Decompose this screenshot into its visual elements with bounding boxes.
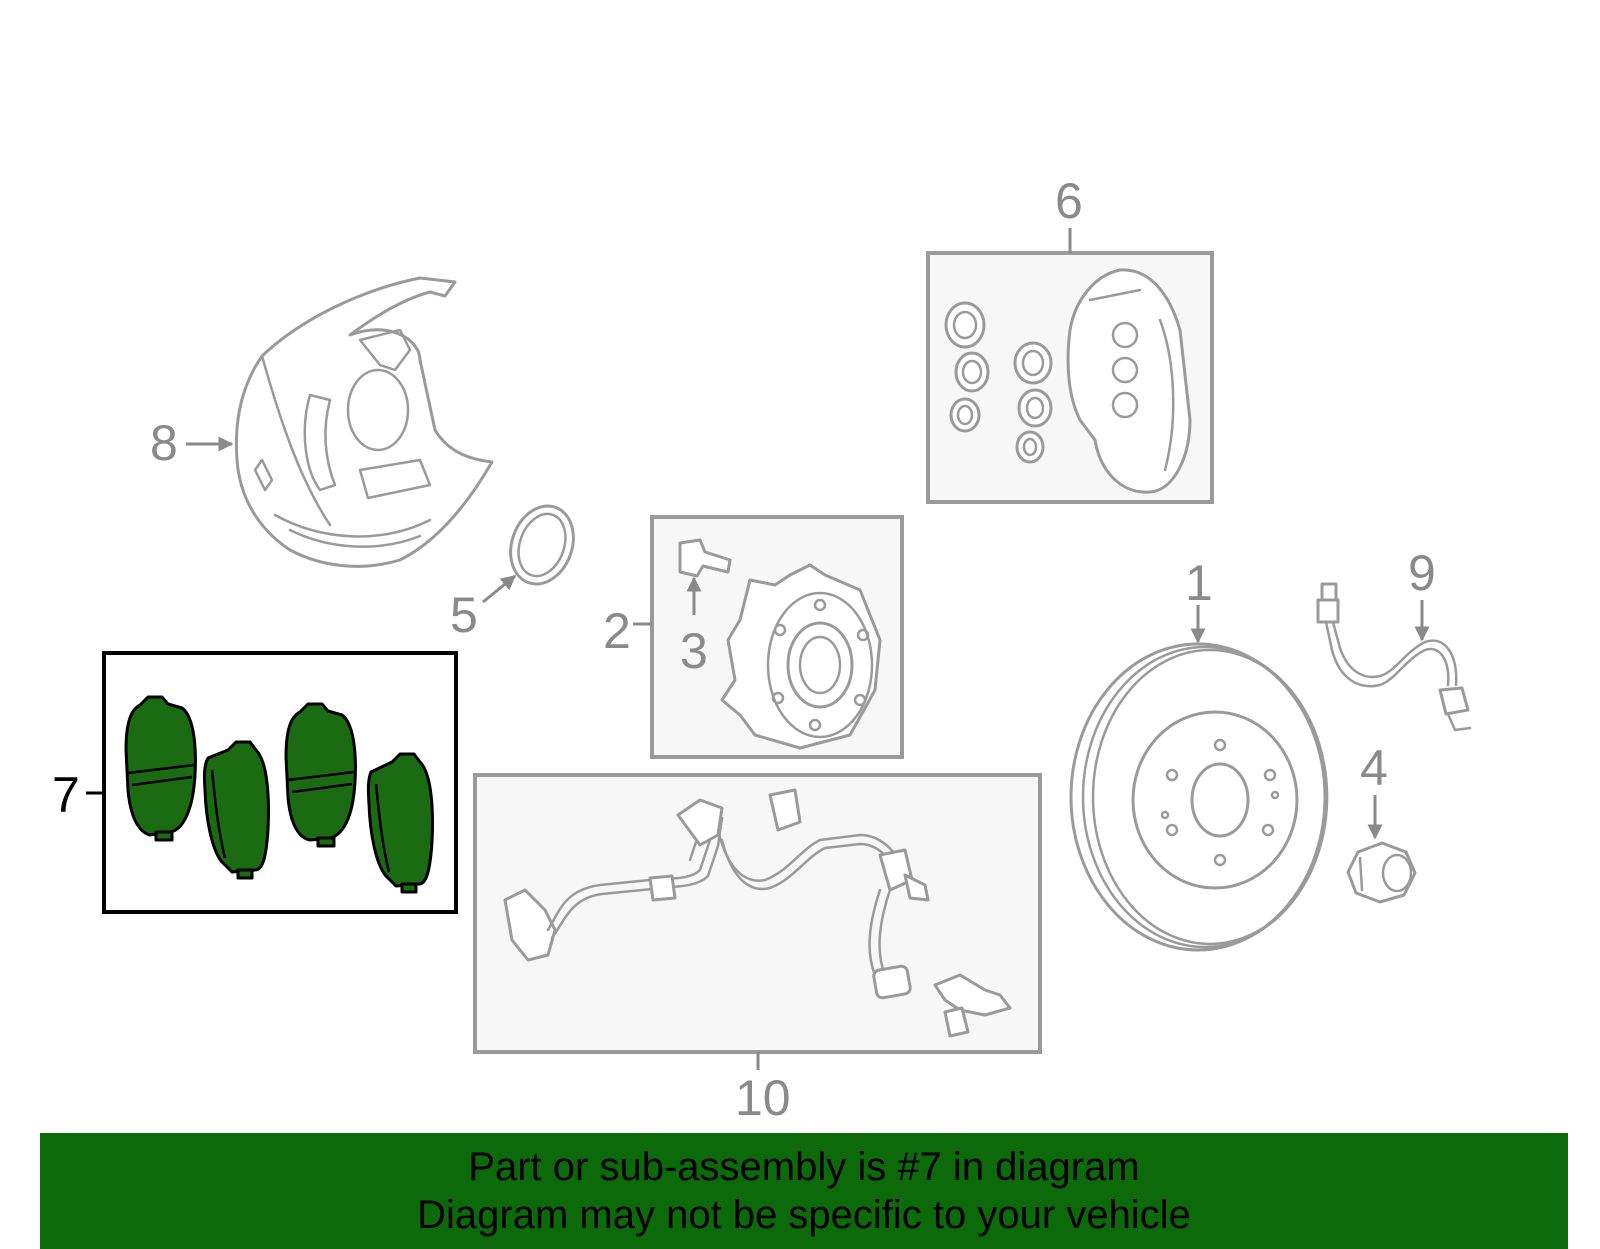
lug-nut-part[interactable] [1346, 841, 1417, 904]
callout-7: 7 [52, 767, 80, 823]
brake-pad-2[interactable] [202, 740, 270, 880]
callout-6: 6 [1055, 173, 1083, 229]
footer-line-part-number: Part or sub-assembly is #7 in diagram [468, 1145, 1140, 1189]
callout-8-group: 8 [150, 415, 234, 471]
caliper-seals-part[interactable] [944, 301, 1053, 464]
callout-7-group: 7 [52, 767, 104, 823]
hub-part[interactable] [720, 563, 882, 750]
callout-3-group: 3 [680, 576, 708, 679]
callout-1-group: 1 [1185, 555, 1213, 644]
abs-harness-part[interactable] [503, 788, 1012, 1038]
callout-2-group: 2 [603, 603, 652, 659]
footer-line-disclaimer: Diagram may not be specific to your vehi… [417, 1193, 1191, 1237]
brake-pad-3[interactable] [284, 702, 357, 848]
callout-1: 1 [1185, 555, 1213, 611]
brake-pad-set-part[interactable] [124, 695, 434, 894]
callout-3: 3 [680, 623, 708, 679]
callout-9: 9 [1408, 545, 1436, 601]
brake-rotor-part[interactable] [1069, 642, 1329, 952]
callout-10: 10 [735, 1070, 791, 1126]
callout-6-group: 6 [1055, 173, 1083, 253]
callout-5-group: 5 [450, 574, 517, 643]
caliper-part[interactable] [1066, 268, 1192, 494]
brake-pad-1[interactable] [124, 695, 197, 842]
dust-shield-part[interactable] [234, 276, 494, 568]
callout-4-group: 4 [1360, 740, 1388, 840]
callout-10-group: 10 [735, 1052, 791, 1126]
leader-5 [482, 574, 517, 604]
callout-8: 8 [150, 415, 178, 471]
callout-9-group: 9 [1408, 545, 1436, 642]
callout-2: 2 [603, 603, 631, 659]
callout-5: 5 [450, 587, 478, 643]
snap-ring-part[interactable] [500, 497, 584, 593]
footer-banner: Part or sub-assembly is #7 in diagram Di… [40, 1133, 1568, 1249]
callout-4: 4 [1360, 740, 1388, 796]
hub-bolt-part[interactable] [678, 538, 732, 578]
brake-pad-4[interactable] [366, 752, 434, 894]
brake-hose-part[interactable] [1316, 582, 1472, 732]
